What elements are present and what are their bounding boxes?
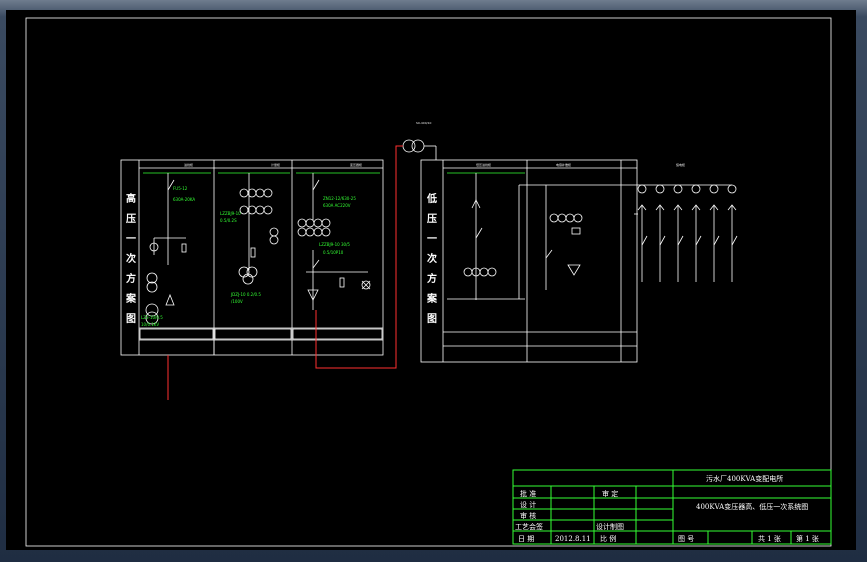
hv-transformer-label: 630A AC220V — [323, 203, 351, 208]
tb-sheet: 第 1 张 — [796, 534, 819, 543]
hv-metering-label: /100V — [231, 299, 243, 304]
hv-transformer-circuit: ZN12-12/630-25 630A AC220V LZZBJ9-10 30/… — [296, 172, 380, 310]
hv-col-header-incoming: 进线柜 — [184, 162, 193, 167]
tb-date-label: 日 期 — [518, 535, 534, 543]
hv-transformer-label: 0.5/10P10 — [323, 250, 344, 255]
lv-panel: 低 压 一 次 方 案 图 低压进线柜 电容补偿柜 馈电柜 — [420, 159, 738, 363]
hv-title-char: 图 — [126, 313, 136, 325]
tb-sheets: 共 1 张 — [758, 534, 781, 543]
lv-vertical-title: 低 压 一 次 方 案 图 — [426, 192, 438, 325]
hv-incoming-label: 630A-20KA — [173, 197, 195, 202]
tb-check: 审 核 — [520, 511, 536, 520]
lv-col-header-incoming: 低压进线柜 — [476, 162, 491, 167]
lv-title-char: 一 — [427, 234, 437, 245]
lv-title-char: 方 — [427, 272, 437, 285]
tb-scale-label: 比 例 — [600, 534, 616, 543]
hv-col-header-metering: 计量柜 — [271, 162, 280, 167]
title-block: 污水厂400KVA变配电所 400KVA变压器高、低压一次系统图 批 准 审 定… — [512, 469, 832, 545]
lv-incoming-circuit — [447, 172, 525, 300]
hv-transformer-label: LZZBJ9-10 30/5 — [319, 242, 350, 247]
lv-feeder-circuits — [634, 184, 738, 282]
transformer-label: S9-400/10 — [416, 121, 432, 125]
hv-incoming-circuit: FU5-12 630A-20KA LZ3-10/0.5 10/0.1KV — [141, 172, 211, 327]
lv-title-char: 次 — [427, 252, 437, 265]
hv-incoming-label: LZ3-10/0.5 — [141, 315, 163, 320]
tb-drawing-no: 图 号 — [678, 535, 694, 543]
lv-col-header-capacitor: 电容补偿柜 — [556, 162, 571, 167]
cad-drawing: 高 压 一 次 方 案 图 进线柜 计量柜 变压器柜 FU5-12 630A-2… — [25, 17, 832, 547]
lv-title-char: 压 — [427, 213, 437, 225]
hv-vertical-title: 高 压 一 次 方 案 图 — [125, 192, 137, 325]
hv-title-char: 高 — [126, 192, 136, 205]
hv-title-char: 案 — [125, 292, 137, 305]
hv-metering-label: LZZBJ9-10 — [220, 211, 241, 216]
tb-design-drawing: 设计制图 — [596, 522, 624, 531]
hv-metering-label: JDZJ-10 0.2/0.5 — [230, 292, 261, 297]
drawing-border — [25, 17, 832, 547]
tb-project: 污水厂400KVA变配电所 — [706, 474, 783, 483]
tb-reviewed: 审 定 — [602, 489, 618, 498]
tb-date: 2012.8.11 — [555, 535, 591, 543]
hv-cable-red — [315, 145, 403, 369]
lv-col-header-feeder: 馈电柜 — [676, 162, 685, 167]
drawing-viewport[interactable]: 高 压 一 次 方 案 图 进线柜 计量柜 变压器柜 FU5-12 630A-2… — [6, 10, 856, 550]
tb-drawing-title: 400KVA变压器高、低压一次系统图 — [696, 502, 808, 511]
lv-title-char: 图 — [427, 313, 437, 325]
hv-incoming-label: 10/0.1KV — [141, 322, 159, 327]
hv-title-char: 次 — [126, 252, 136, 265]
hv-title-char: 方 — [126, 272, 136, 285]
hv-panel-frame — [120, 159, 384, 356]
lv-panel-frame — [420, 159, 638, 363]
transformer: S9-400/10 — [402, 121, 437, 160]
lv-title-char: 低 — [426, 192, 437, 205]
hv-panel: 高 压 一 次 方 案 图 进线柜 计量柜 变压器柜 FU5-12 630A-2… — [120, 159, 384, 356]
lv-title-char: 案 — [426, 292, 438, 305]
hv-metering-label: 0.5/0.2S — [220, 218, 237, 223]
tb-approved: 批 准 — [520, 489, 536, 498]
hv-col-header-transformer: 变压器柜 — [350, 162, 362, 167]
hv-metering-circuit: LZZBJ9-10 0.5/0.2S JDZJ-10 0.2/0.5 /100V — [218, 172, 290, 304]
tb-process-check: 工艺会签 — [515, 522, 543, 531]
hv-incoming-label: FU5-12 — [173, 186, 188, 191]
hv-title-char: 一 — [126, 234, 136, 245]
hv-transformer-label: ZN12-12/630-25 — [323, 196, 356, 201]
tb-design: 设 计 — [520, 500, 536, 509]
hv-title-char: 压 — [126, 213, 136, 225]
